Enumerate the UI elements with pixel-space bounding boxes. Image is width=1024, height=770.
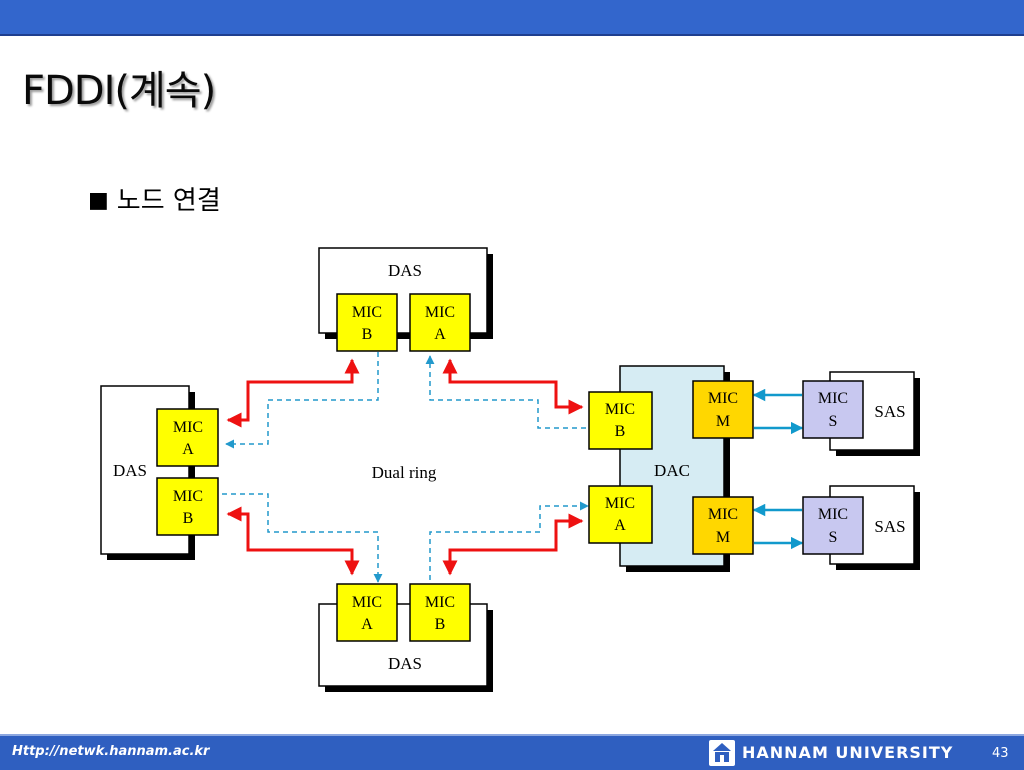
mic-port-letter: B: [435, 616, 446, 633]
top-banner-line: [0, 34, 1024, 36]
dac-sas-links: [752, 388, 804, 550]
secondary-ring-link-top-left: [225, 352, 379, 449]
primary-ring-link-top-right: [442, 358, 584, 415]
mic-port-label: MIC: [352, 594, 382, 611]
mic-port-dac-m-top: MIC M: [692, 380, 754, 439]
mic-port-letter: A: [361, 616, 373, 633]
mic-port-left-b: MIC B: [156, 477, 219, 536]
mic-port-label: MIC: [605, 401, 635, 418]
mic-port-letter: S: [829, 413, 838, 430]
mic-port-label: MIC: [425, 594, 455, 611]
bullet-text: 노드 연결: [116, 186, 221, 216]
mic-port-dac-a: MIC A: [588, 485, 653, 544]
mic-port-letter: S: [829, 529, 838, 546]
mic-port-dac-b: MIC B: [588, 391, 653, 450]
primary-ring-link-bottom-left: [226, 506, 360, 576]
mic-port-letter: B: [362, 326, 373, 343]
mic-port-bottom-a: MIC A: [336, 583, 398, 642]
secondary-ring-link-bottom-left: [222, 493, 383, 583]
mic-port-left-a: MIC A: [156, 408, 219, 467]
mic-port-top-a: MIC A: [409, 293, 471, 352]
mic-port-dac-m-bottom: MIC M: [692, 496, 754, 555]
mic-port-label: MIC: [605, 495, 635, 512]
secondary-ring-link-top-right: [425, 355, 586, 429]
bullet-square-icon: ■: [88, 188, 109, 213]
dual-ring-label: Dual ring: [372, 463, 437, 482]
top-banner: [0, 0, 1024, 36]
mic-port-letter: B: [183, 510, 194, 527]
university-name: HANNAM UNIVERSITY: [742, 743, 954, 762]
mic-port-label: MIC: [173, 488, 203, 505]
mic-port-bottom-b: MIC B: [409, 583, 471, 642]
mic-port-label: MIC: [708, 390, 738, 407]
mic-port-label: MIC: [173, 419, 203, 436]
primary-ring-link-top-left: [226, 358, 360, 428]
das-left-label: DAS: [113, 461, 147, 480]
mic-port-label: MIC: [818, 390, 848, 407]
mic-port-label: MIC: [708, 506, 738, 523]
dac-label: DAC: [654, 461, 690, 480]
sas-top-label: SAS: [874, 402, 905, 421]
mic-port-label: MIC: [425, 304, 455, 321]
secondary-ring-link-bottom-right: [429, 501, 589, 580]
university-logo-icon: [709, 740, 735, 766]
mic-port-letter: M: [716, 529, 730, 546]
primary-ring-link-bottom-right: [442, 513, 584, 576]
footer-bar: Http://netwk.hannam.ac.kr HANNAM UNIVERS…: [0, 734, 1024, 770]
primary-ring: [226, 358, 584, 576]
sas-bottom-label: SAS: [874, 517, 905, 536]
mic-port-sas-s-top: MIC S: [802, 380, 864, 439]
mic-port-label: MIC: [818, 506, 848, 523]
bullet-item: ■ 노드 연결: [88, 180, 221, 217]
mic-port-sas-s-bottom: MIC S: [802, 496, 864, 555]
mic-port-label: MIC: [352, 304, 382, 321]
slide-title: FDDI(계속): [22, 68, 216, 114]
page-number: 43: [992, 746, 1009, 761]
footer-url-link[interactable]: Http://netwk.hannam.ac.kr: [12, 744, 210, 759]
mic-port-letter: M: [716, 413, 730, 430]
das-top-label: DAS: [388, 261, 422, 280]
das-bottom-label: DAS: [388, 654, 422, 673]
secondary-ring: [222, 352, 589, 583]
mic-port-top-b: MIC B: [336, 293, 398, 352]
mic-port-letter: A: [182, 441, 194, 458]
mic-port-letter: A: [614, 517, 626, 534]
mic-port-letter: B: [615, 423, 626, 440]
mic-port-letter: A: [434, 326, 446, 343]
